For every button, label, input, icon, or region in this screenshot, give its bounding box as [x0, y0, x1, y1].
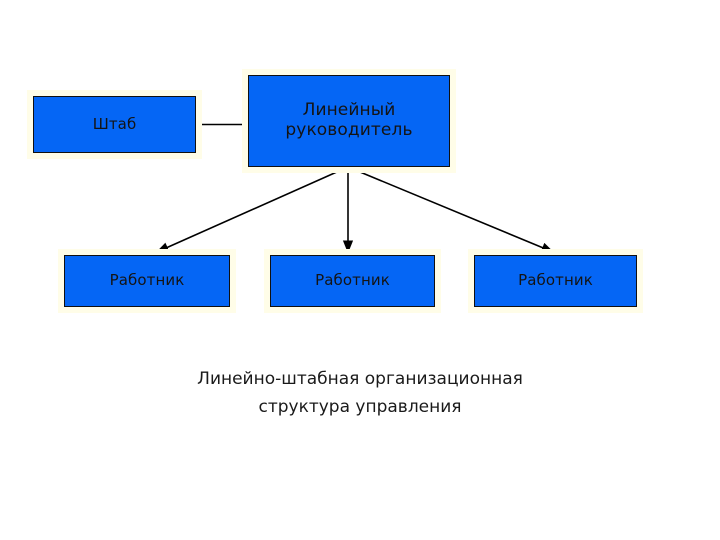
node-line-manager[interactable]: Линейный руководитель: [248, 75, 450, 167]
node-staff-label: Штаб: [92, 114, 137, 133]
node-worker-3-label: Работник: [518, 271, 593, 290]
diagram-caption-line-2: структура управления: [258, 396, 462, 417]
node-worker-1[interactable]: Работник: [64, 255, 230, 307]
diagram-caption: Линейно-штабная организационная структур…: [0, 366, 720, 421]
connector-line-manager-to-worker-1: [155, 166, 349, 253]
node-worker-3[interactable]: Работник: [474, 255, 637, 307]
connector-line-manager-to-worker-3: [347, 166, 555, 253]
diagram-caption-line-1: Линейно-штабная организационная: [197, 369, 523, 389]
node-worker-2-label: Работник: [315, 271, 390, 290]
node-worker-2[interactable]: Работник: [270, 255, 435, 307]
node-line-manager-label: Линейный руководитель: [285, 100, 413, 140]
node-staff[interactable]: Штаб: [33, 96, 196, 153]
node-worker-1-label: Работник: [109, 271, 185, 290]
